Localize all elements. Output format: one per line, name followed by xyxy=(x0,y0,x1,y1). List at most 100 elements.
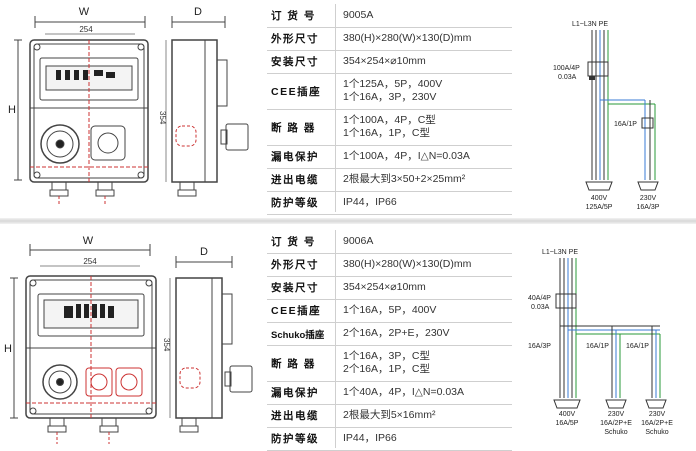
spec-key: 断 路 器 xyxy=(267,109,335,146)
spec-value: 2个16A，2P+E，230V xyxy=(335,322,512,346)
technical-drawings: W 254 H D 354 xyxy=(4,235,673,444)
spec-value: 380(H)×280(W)×130(D)mm xyxy=(335,27,512,51)
spec-key: 漏电保护 xyxy=(267,381,335,405)
height-label: H xyxy=(8,104,16,116)
spec-key: 安装尺寸 xyxy=(267,50,335,74)
side-view-drawing xyxy=(169,256,253,433)
front-view-drawing xyxy=(10,244,157,444)
breaker-1-rating: 16A/3P xyxy=(528,343,551,350)
breaker-3-rating: 16A/1P xyxy=(626,343,649,350)
side-view-drawing xyxy=(165,16,249,197)
table-divider xyxy=(335,230,336,448)
spec-value-line: 1个16A，3P，230V xyxy=(343,91,437,103)
spec-key: Schuko插座 xyxy=(267,322,335,346)
rcd-sensitivity: 0.03A xyxy=(531,304,550,311)
spec-value: 354×254×⌀10mm xyxy=(335,50,512,74)
supply-label: L1~L3N PE xyxy=(572,21,608,28)
spec-key: CEE插座 xyxy=(267,73,335,110)
spec-value: 2根最大到3×50+2×25mm² xyxy=(335,168,512,192)
section-separator xyxy=(0,218,696,224)
spec-key: 防护等级 xyxy=(267,427,335,451)
height-label: H xyxy=(4,343,12,355)
depth-label: D xyxy=(194,6,202,18)
wiring-diagram xyxy=(553,258,667,409)
width-value: 254 xyxy=(79,25,93,34)
spec-key: 外形尺寸 xyxy=(267,253,335,277)
spec-value-line: 1个16A，1P，C型 xyxy=(343,127,430,139)
width-label: W xyxy=(83,235,94,247)
spec-key: 防护等级 xyxy=(267,191,335,215)
output-3-voltage: 230V xyxy=(649,411,666,418)
depth-label: D xyxy=(200,246,208,258)
spec-key: 安装尺寸 xyxy=(267,276,335,300)
output-1-rating: 16A/5P xyxy=(556,420,579,427)
spec-value: IP44，IP66 xyxy=(335,427,512,451)
spec-key: 外形尺寸 xyxy=(267,27,335,51)
product-panel-9005A: W 254 H D 354 xyxy=(0,0,696,215)
breaker-rating: 16A/1P xyxy=(614,121,637,128)
spec-value: 354×254×⌀10mm xyxy=(335,276,512,300)
height-value: 354 xyxy=(162,338,171,352)
spec-value: 1个100A，4P，I△N=0.03A xyxy=(335,145,512,169)
technical-drawings: W 254 H D 354 xyxy=(8,6,660,211)
width-value: 254 xyxy=(83,257,97,266)
output-1-voltage: 400V xyxy=(559,411,576,418)
spec-value: IP44，IP66 xyxy=(335,191,512,215)
spec-key: CEE插座 xyxy=(267,299,335,323)
output-2-rating: 16A/2P+E xyxy=(600,420,632,427)
breaker-2-rating: 16A/1P xyxy=(586,343,609,350)
rcd-rating: 100A/4P xyxy=(553,65,580,72)
table-divider xyxy=(335,4,336,212)
product-panel-9006A: W 254 H D 354 xyxy=(0,228,696,451)
rcd-sensitivity: 0.03A xyxy=(558,74,577,81)
spec-value-line: 1个16A，3P，C型 xyxy=(343,350,430,362)
spec-value-line: 1个100A，4P，C型 xyxy=(343,114,436,126)
spec-key: 进出电缆 xyxy=(267,404,335,428)
spec-value-line: 2个16A，1P，C型 xyxy=(343,363,430,375)
spec-key: 订 货 号 xyxy=(267,4,335,28)
spec-value-line: 1个125A，5P，400V xyxy=(343,78,443,90)
spec-value: 9006A xyxy=(335,230,512,254)
supply-label: L1~L3N PE xyxy=(542,249,578,256)
output-2-voltage: 230V xyxy=(640,195,657,202)
rcd-rating: 40A/4P xyxy=(528,295,551,302)
output-2-rating: 16A/3P xyxy=(637,204,660,211)
spec-value: 2根最大到5×16mm² xyxy=(335,404,512,428)
output-1-rating: 125A/5P xyxy=(586,204,613,211)
width-label: W xyxy=(79,6,90,18)
output-2-voltage: 230V xyxy=(608,411,625,418)
spec-key: 断 路 器 xyxy=(267,345,335,382)
front-view-drawing xyxy=(14,16,149,206)
spec-key: 漏电保护 xyxy=(267,145,335,169)
spec-key: 进出电缆 xyxy=(267,168,335,192)
spec-value: 1个16A，5P，400V xyxy=(335,299,512,323)
output-1-voltage: 400V xyxy=(591,195,608,202)
spec-value: 9005A xyxy=(335,4,512,28)
wiring-diagram xyxy=(585,30,659,191)
output-3-rating: 16A/2P+E xyxy=(641,420,673,427)
spec-value: 1个40A，4P，I△N=0.03A xyxy=(335,381,512,405)
output-3-type: Schuko xyxy=(645,429,668,436)
spec-key: 订 货 号 xyxy=(267,230,335,254)
